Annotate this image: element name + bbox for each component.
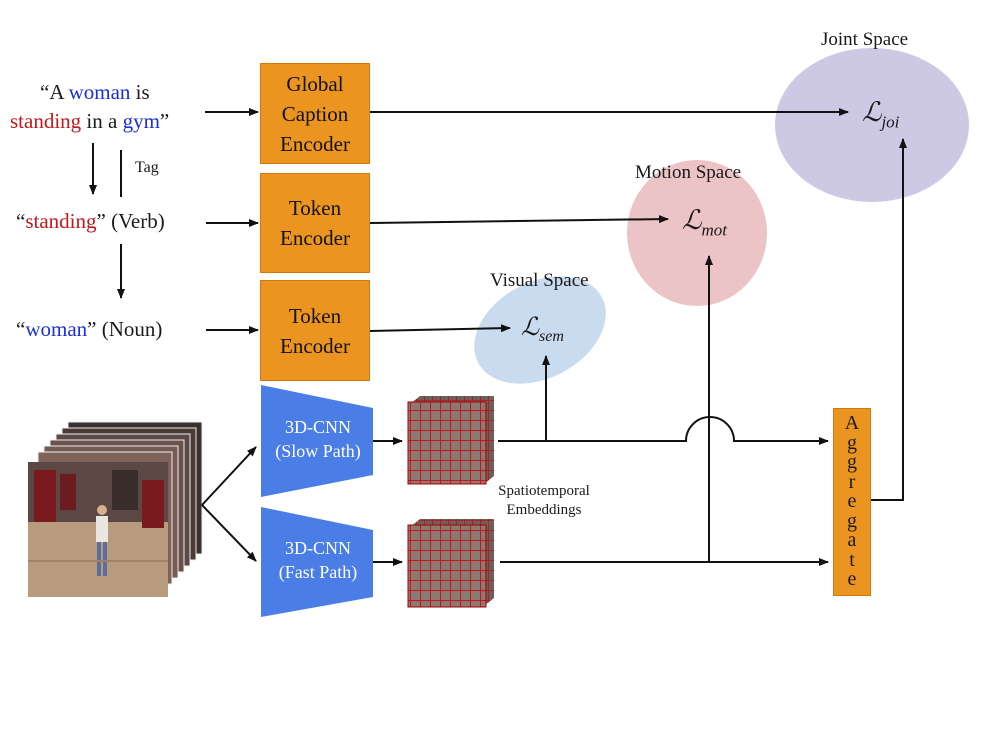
global-encoder-line-3: Encoder xyxy=(280,131,350,156)
visual-loss-subscript: sem xyxy=(539,328,564,345)
joint-space-ellipse xyxy=(775,48,969,202)
spatiotemporal-embeddings-label: Spatiotemporal Embeddings xyxy=(492,482,596,520)
slow-embedding-cube xyxy=(407,396,494,485)
aggregate-letter: g xyxy=(847,509,857,532)
caption-word-standing: standing xyxy=(10,109,82,133)
slow-path-cnn-label: 3D-CNN (Slow Path) xyxy=(262,415,374,463)
aggregate-letter: t xyxy=(849,548,855,571)
verb-open-quote: “ xyxy=(16,209,26,233)
aggregate-letter: a xyxy=(847,529,857,552)
aggregate-box: A g g r e g a t e xyxy=(833,408,871,596)
token-encoder-verb-line-1: Token xyxy=(288,196,342,220)
caption-line-1: “A woman is xyxy=(40,80,150,105)
noun-word: woman xyxy=(25,317,88,341)
joint-loss-subscript: joi xyxy=(881,112,900,132)
token-encoder-noun-line-2: Encoder xyxy=(280,333,350,358)
slow-path-cnn-shape xyxy=(261,385,373,497)
global-encoder-line-2: Caption xyxy=(281,101,349,126)
noun-token-text: “woman” (Noun) xyxy=(16,317,162,342)
visual-loss-letter: ℒ xyxy=(521,314,540,341)
verb-rest: ” (Verb) xyxy=(96,209,165,233)
token-encoder-verb-line-2: Encoder xyxy=(280,226,350,250)
fast-cnn-line-2: (Fast Path) xyxy=(278,562,358,582)
motion-space-ellipse xyxy=(627,160,767,306)
fast-embedding-cube xyxy=(407,519,494,608)
fast-cnn-line-1: 3D-CNN xyxy=(285,538,351,558)
visual-loss-symbol: ℒsem xyxy=(521,312,564,346)
tag-label: Tag xyxy=(135,159,159,176)
caption-line-2: standing in a gym” xyxy=(10,109,169,134)
joint-space-label: Joint Space xyxy=(821,29,909,50)
motion-loss-symbol: ℒmot xyxy=(682,205,727,240)
token-encoder-noun-box: Token Encoder xyxy=(260,280,370,381)
caption-word-in-a: in a xyxy=(81,109,123,133)
slow-cnn-line-2: (Slow Path) xyxy=(275,441,361,461)
motion-space-label: Motion Space xyxy=(635,162,742,183)
video-frames-stack xyxy=(28,421,203,597)
fast-path-cnn-shape xyxy=(261,507,373,617)
aggregate-letter: A xyxy=(844,412,860,435)
visual-space-label: Visual Space xyxy=(490,270,589,291)
global-encoder-line-1: Global xyxy=(286,71,344,96)
verb-token-text: “standing” (Verb) xyxy=(16,209,165,234)
aggregate-letter: e xyxy=(847,490,857,513)
noun-open-quote: “ xyxy=(16,317,26,341)
fast-path-cnn-label: 3D-CNN (Fast Path) xyxy=(262,536,374,584)
embeddings-label-line-2: Embeddings xyxy=(506,502,582,518)
aggregate-letter: r xyxy=(848,470,856,493)
aggregate-letter: g xyxy=(847,451,857,474)
caption-word-is: is xyxy=(130,80,150,104)
joint-loss-symbol: ℒjoi xyxy=(862,97,899,132)
caption-word-gym: gym xyxy=(122,109,160,133)
caption-close-quote: ” xyxy=(159,109,170,133)
visual-space-ellipse xyxy=(474,276,606,384)
caption-word-woman: woman xyxy=(68,80,131,104)
motion-loss-subscript: mot xyxy=(701,220,727,240)
noun-rest: ” (Noun) xyxy=(87,317,163,341)
joint-loss-letter: ℒ xyxy=(862,97,882,127)
motion-loss-letter: ℒ xyxy=(682,205,702,235)
token-encoder-noun-line-1: Token xyxy=(288,303,342,328)
slow-cnn-line-1: 3D-CNN xyxy=(285,417,351,437)
verb-word: standing xyxy=(25,209,97,233)
aggregate-letter: g xyxy=(847,431,857,454)
caption-open-quote: “A xyxy=(40,80,69,104)
global-caption-encoder-box: Global Caption Encoder xyxy=(260,63,370,164)
token-encoder-verb-box: Token Encoder xyxy=(260,173,370,273)
embeddings-label-line-1: Spatiotemporal xyxy=(498,483,590,499)
aggregate-letter: e xyxy=(847,568,857,591)
